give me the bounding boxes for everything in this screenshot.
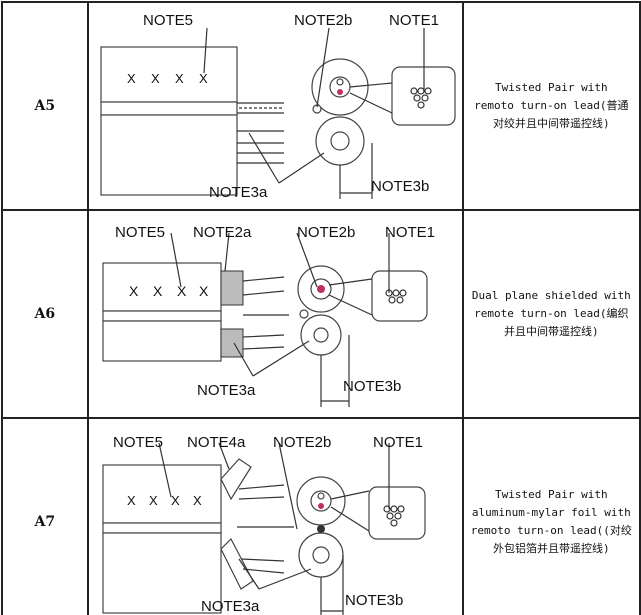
svg-text:X: X [177, 283, 187, 299]
note2b-label: NOTE2b [273, 434, 331, 451]
note2b-label: NOTE2b [297, 224, 355, 241]
note3b-label: NOTE3b [371, 178, 429, 195]
note5-label: NOTE5 [113, 434, 163, 451]
desc-line: Twisted Pair with [495, 81, 608, 94]
note2a-label: NOTE2a [193, 224, 252, 241]
row-code: A6 [1, 209, 89, 419]
svg-text:X: X [153, 283, 163, 299]
note5-label: NOTE5 [115, 224, 165, 241]
note2b-label: NOTE2b [294, 12, 352, 29]
svg-text:X: X [127, 493, 136, 508]
desc-line: remote turn-on lead(编织 [474, 307, 629, 320]
note3a-label: NOTE3a [197, 382, 256, 399]
description-a7: Twisted Pair with aluminum-mylar foil wi… [461, 417, 641, 615]
note4a-label: NOTE4a [187, 434, 246, 451]
svg-text:X: X [149, 493, 158, 508]
note1-label: NOTE1 [385, 224, 435, 241]
row-code: A7 [1, 417, 89, 615]
note3a-label: NOTE3a [209, 184, 268, 201]
svg-text:X: X [151, 71, 160, 86]
description-a5: Twisted Pair with remoto turn-on lead(普通… [461, 1, 641, 211]
note3a-label: NOTE3a [201, 598, 260, 615]
svg-text:X: X [199, 71, 208, 86]
note1-label: NOTE1 [389, 12, 439, 29]
note3b-label: NOTE3b [343, 378, 401, 395]
svg-text:X: X [199, 283, 209, 299]
desc-line: 并且中间带遥控线) [504, 325, 599, 338]
svg-text:X: X [129, 283, 139, 299]
note5-label: NOTE5 [143, 12, 193, 29]
desc-line: remoto turn-on lead(普通 [474, 99, 629, 112]
note3b-label: NOTE3b [345, 592, 403, 609]
row-code: A5 [1, 1, 89, 211]
desc-line: remoto turn-on lead((对绞 [470, 524, 632, 537]
desc-line: Dual plane shielded with [471, 289, 631, 302]
description-a6: Dual plane shielded with remote turn-on … [461, 209, 641, 419]
svg-text:X: X [127, 71, 136, 86]
svg-text:X: X [171, 493, 180, 508]
note1-label: NOTE1 [373, 434, 423, 451]
desc-line: 对绞并且中间带遥控线) [493, 117, 610, 130]
desc-line: 外包铝箔并且带遥控线) [493, 542, 610, 555]
svg-text:X: X [193, 493, 202, 508]
desc-line: aluminum-mylar foil with [471, 506, 631, 519]
desc-line: Twisted Pair with [495, 488, 608, 501]
svg-text:X: X [175, 71, 184, 86]
